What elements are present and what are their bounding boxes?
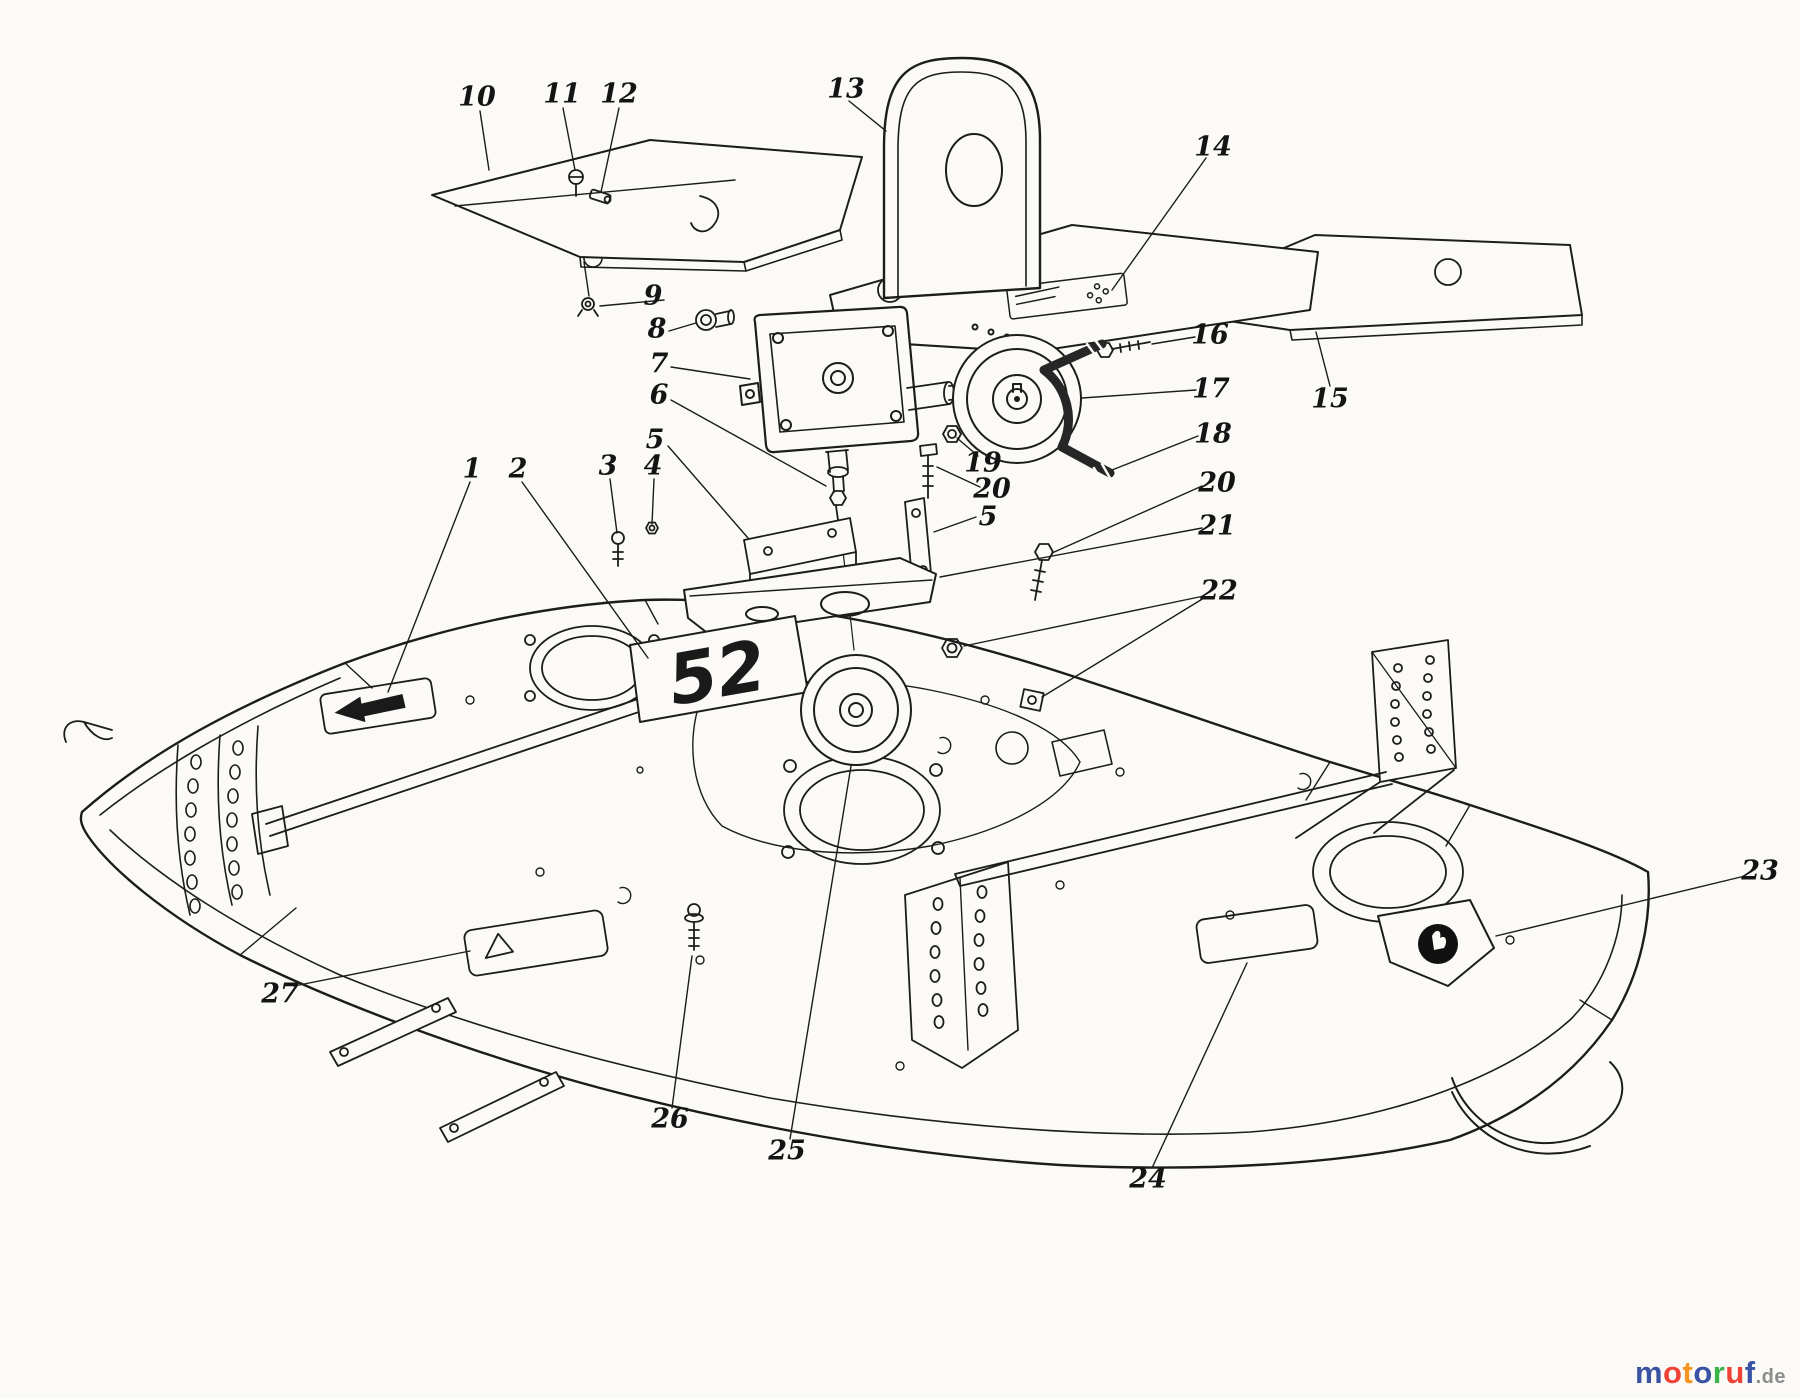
- leader-lines: [293, 100, 1746, 1169]
- callout-26: 26: [650, 1104, 689, 1135]
- watermark-letter: u: [1725, 1355, 1745, 1390]
- right-rear-bracket: [954, 639, 1457, 887]
- decal-instruction: [463, 909, 609, 977]
- latch-screw: [568, 169, 584, 197]
- callout-23: 23: [1740, 856, 1779, 887]
- cover-plate-left: [431, 139, 863, 272]
- callout-10: 10: [458, 82, 496, 113]
- warning-decal: [1377, 899, 1495, 987]
- callout-22: 22: [1199, 576, 1238, 607]
- decal-arrow: [319, 677, 437, 735]
- spindle-pulley: [800, 654, 912, 766]
- callout-2: 2: [508, 454, 528, 485]
- callout-14: 14: [1194, 132, 1232, 163]
- callout-16: 16: [1191, 320, 1229, 351]
- callout-13: 13: [827, 74, 865, 105]
- deck-bolt-holes: [465, 695, 1515, 1071]
- callout-20b: 20: [1197, 468, 1236, 499]
- deck-creases: [239, 599, 1613, 1021]
- deck-bolt: [684, 903, 704, 951]
- callout-18: 18: [1194, 419, 1232, 450]
- carriage-bolt-right: [1030, 543, 1054, 601]
- callout-11: 11: [543, 79, 581, 110]
- callout-15: 15: [1311, 384, 1349, 415]
- callout-25: 25: [767, 1136, 806, 1167]
- callout-5b: 5: [979, 502, 998, 533]
- deck-size-label: 52: [662, 624, 772, 722]
- watermark-letter: m: [1634, 1355, 1664, 1390]
- left-hook-bracket: [63, 720, 113, 743]
- watermark-suffix: .de: [1755, 1366, 1786, 1388]
- mounting-plate: [683, 557, 937, 636]
- lock-nuts: [941, 638, 1045, 712]
- watermark-letter: r: [1712, 1355, 1726, 1390]
- wing-fastener: [577, 297, 599, 317]
- coupling: [825, 449, 849, 521]
- gearbox: [739, 305, 985, 651]
- callout-4: 4: [644, 451, 663, 482]
- callout-24: 24: [1128, 1164, 1167, 1195]
- callout-9: 9: [644, 281, 663, 312]
- callout-numbers: 1 2 3 4 5 5 6 7 8 9 10 11 12 13 14 15 16…: [260, 74, 1779, 1195]
- baffle-bars: [329, 997, 565, 1143]
- callout-17: 17: [1192, 374, 1230, 405]
- callout-6: 6: [650, 380, 669, 411]
- callout-7: 7: [650, 349, 669, 380]
- watermark-letter: o: [1663, 1355, 1683, 1390]
- rail-nut: [645, 521, 659, 535]
- drive-belt: [1039, 338, 1115, 484]
- callout-12: 12: [600, 79, 638, 110]
- callout-19: 19: [964, 448, 1002, 479]
- flange-nut: [942, 425, 962, 443]
- decal-model: [1195, 904, 1319, 964]
- callout-1: 1: [463, 454, 482, 485]
- callout-21: 21: [1197, 511, 1236, 542]
- watermark-logo[interactable]: motoruf.de: [1635, 1355, 1786, 1391]
- belt-guard: [882, 56, 1042, 300]
- rail-bolt: [611, 531, 625, 567]
- watermark-letter: f: [1744, 1355, 1756, 1390]
- bushing: [695, 309, 735, 331]
- callout-20: 20: [972, 474, 1011, 505]
- callout-27: 27: [260, 979, 299, 1010]
- rear-belt-guide: [1451, 1061, 1624, 1155]
- callout-5: 5: [646, 425, 665, 456]
- watermark-letter: o: [1693, 1355, 1713, 1390]
- callout-3: 3: [599, 451, 618, 482]
- center-baffle: [904, 861, 1019, 1069]
- left-skirt-ribs: [175, 725, 271, 916]
- watermark-letter: t: [1682, 1355, 1694, 1390]
- callout-8: 8: [647, 314, 667, 345]
- deck-housing: [63, 598, 1650, 1169]
- carriage-bolt-left: [919, 443, 938, 499]
